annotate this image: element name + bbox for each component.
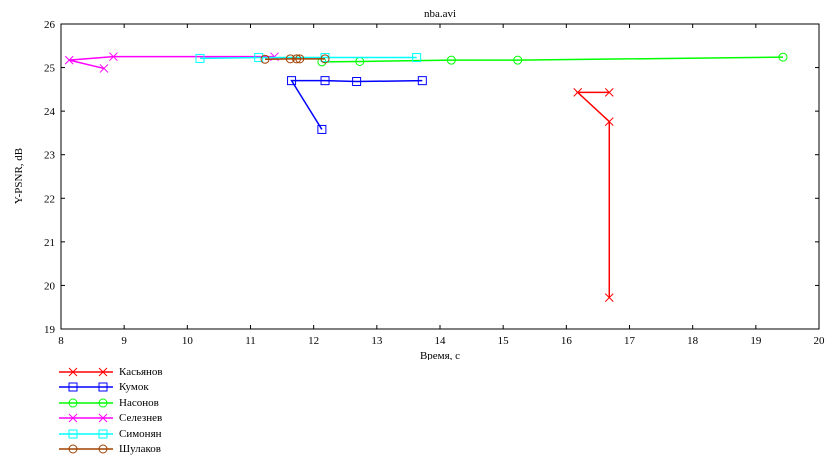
series-2 [317, 52, 788, 67]
data-point [260, 54, 270, 64]
y-tick-label: 21 [44, 237, 55, 249]
data-point [513, 55, 523, 65]
data-point [109, 52, 118, 62]
legend-marker [98, 367, 108, 377]
axis-ticks: 8 9 10 11 12 13 14 15 16 17 18 19 20 19 20 21 22 23 24 25 26 [44, 19, 825, 347]
data-point [446, 55, 456, 65]
data-point [287, 76, 297, 86]
legend-marker [68, 382, 78, 392]
legend-swatch [59, 382, 113, 392]
series-0 [573, 88, 614, 302]
legend-marker [98, 382, 108, 392]
y-tick-label: 20 [44, 280, 56, 292]
series-1 [287, 76, 427, 134]
data-point [412, 53, 422, 63]
legend-label: Шулаков [119, 443, 161, 456]
data-point [320, 54, 330, 64]
y-axis-label: Y-PSNR, dB [13, 148, 25, 204]
data-point [295, 54, 305, 64]
series-line [321, 56, 784, 63]
chart-title: nba.avi [424, 8, 456, 20]
series-layer [64, 52, 788, 302]
legend-marker [68, 367, 78, 377]
x-tick-label: 19 [750, 335, 762, 347]
data-point [417, 76, 427, 86]
x-tick-label: 14 [435, 335, 447, 347]
data-point [99, 64, 109, 73]
x-tick-label: 9 [121, 335, 127, 347]
legend-item: Селезнев [55, 411, 163, 427]
data-point [604, 88, 614, 97]
x-tick-label: 10 [182, 335, 194, 347]
series-5 [260, 54, 330, 64]
series-line [290, 79, 423, 130]
data-point [604, 117, 614, 126]
x-tick-label: 20 [814, 335, 826, 347]
legend-swatch [59, 429, 113, 439]
legend-label: Селезнев [119, 412, 163, 425]
x-tick-label: 15 [498, 335, 510, 347]
legend-item: Шулаков [55, 442, 163, 458]
x-tick-label: 13 [371, 335, 383, 347]
legend-marker [68, 413, 78, 423]
series-line [575, 91, 611, 298]
data-point [254, 53, 264, 63]
data-point [195, 53, 205, 63]
data-point [352, 77, 362, 87]
series-line [69, 55, 275, 70]
legend-swatch [59, 367, 113, 377]
legend-swatch [59, 444, 113, 454]
legend-marker [98, 429, 108, 439]
data-point [317, 124, 327, 134]
x-axis-label: Время, с [420, 350, 460, 360]
x-tick-label: 12 [308, 335, 319, 347]
legend-label: Симонян [119, 427, 162, 440]
x-tick-label: 17 [624, 335, 636, 347]
legend-item: Кумок [55, 380, 163, 396]
data-point [778, 52, 788, 62]
legend-item: Симонян [55, 426, 163, 442]
x-tick-label: 8 [58, 335, 64, 347]
legend-marker [98, 444, 108, 454]
y-tick-label: 24 [44, 106, 56, 118]
legend-label: Касьянов [119, 365, 163, 378]
data-point [573, 88, 583, 97]
legend-swatch [59, 398, 113, 408]
series-line [199, 56, 417, 60]
legend-label: Кумок [119, 381, 149, 394]
legend-marker [98, 413, 108, 423]
x-tick-label: 11 [245, 335, 256, 347]
legend-marker [68, 444, 78, 454]
chart: nba.avi 8 9 10 11 12 13 14 15 16 17 18 19 20 19 20 21 22… [13, 8, 825, 360]
legend-marker [68, 398, 78, 408]
y-tick-label: 25 [44, 63, 56, 75]
y-tick-label: 23 [44, 150, 56, 162]
data-point [604, 293, 614, 302]
data-point [285, 54, 295, 64]
data-point [64, 55, 74, 65]
y-tick-label: 19 [44, 324, 56, 336]
plot-frame [60, 23, 820, 330]
series-3 [64, 52, 279, 73]
data-point [320, 76, 330, 86]
legend-marker [98, 398, 108, 408]
legend-label: Насонов [119, 396, 159, 409]
legend-item: Касьянов [55, 364, 163, 380]
x-tick-label: 16 [561, 335, 573, 347]
y-tick-label: 26 [44, 19, 56, 31]
data-point [292, 54, 302, 64]
legend-marker [68, 429, 78, 439]
y-tick-label: 22 [44, 193, 55, 205]
legend-swatch [59, 413, 113, 423]
legend-item: Насонов [55, 395, 163, 411]
x-tick-label: 18 [687, 335, 699, 347]
